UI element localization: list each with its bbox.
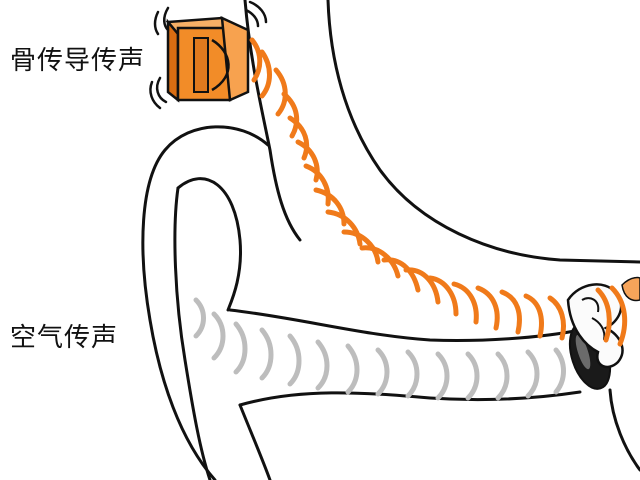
air-conduction-label: 空气传声 bbox=[10, 323, 119, 353]
canal-lower-wall bbox=[238, 403, 272, 480]
pinna-outer bbox=[141, 125, 270, 480]
jaw-line bbox=[608, 388, 640, 472]
pinna-fold bbox=[173, 186, 212, 480]
bone-conduction-label: 骨传导传声 bbox=[10, 46, 146, 76]
ear-canal-top bbox=[228, 308, 582, 343]
bone-conduction-waves bbox=[249, 37, 628, 347]
ear-canal-bottom bbox=[238, 390, 582, 407]
eardrum-highlight bbox=[575, 334, 591, 370]
air-conduction-waves bbox=[193, 297, 566, 401]
bone-conduction-speaker-icon bbox=[165, 15, 250, 103]
pinna-inner bbox=[176, 177, 243, 312]
skull-outline bbox=[326, 0, 640, 264]
cochlea-hint bbox=[621, 276, 640, 302]
vibration-marks-icon bbox=[149, 0, 268, 110]
